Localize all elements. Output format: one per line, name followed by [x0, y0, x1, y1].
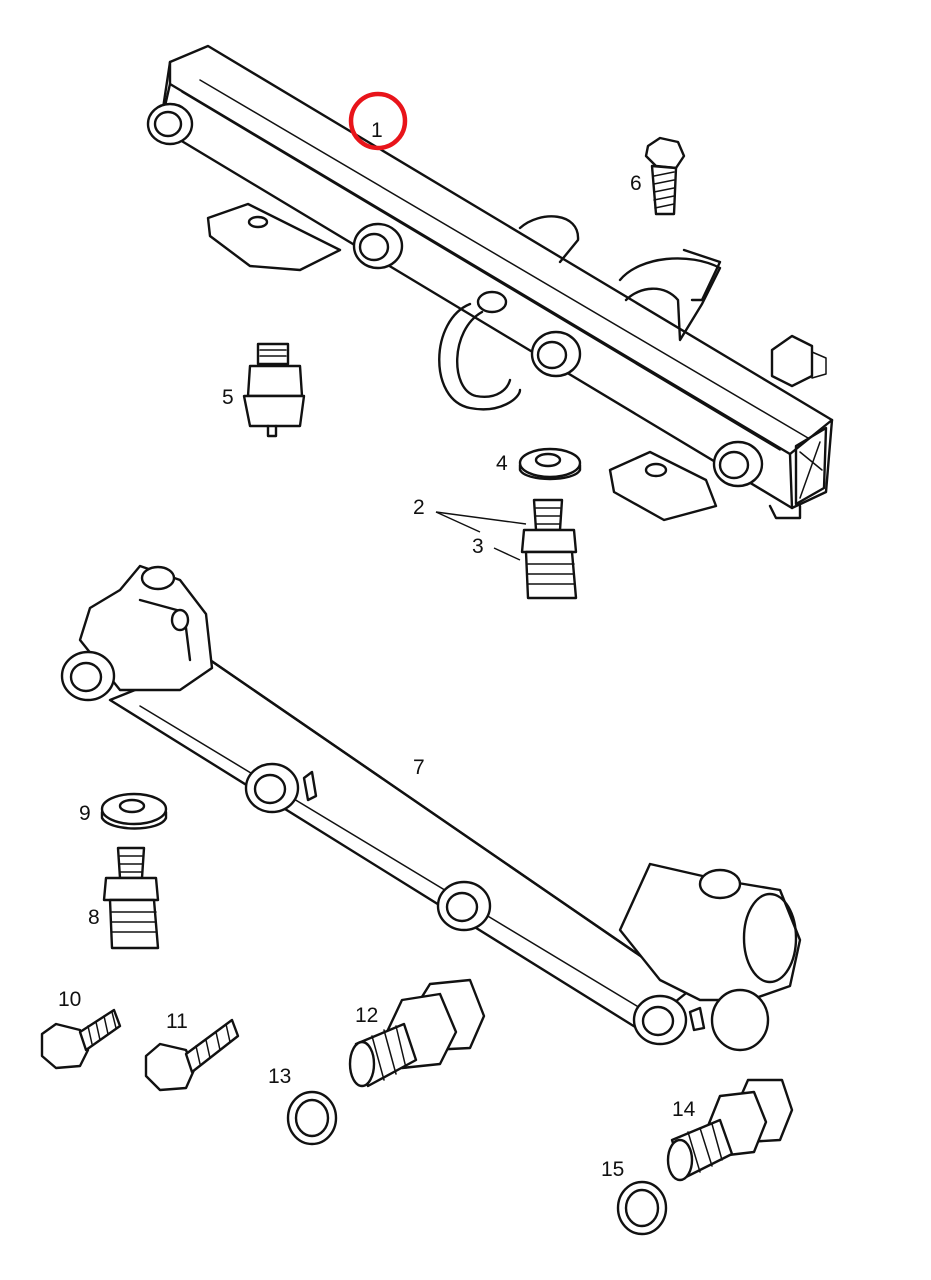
part-15-seal-ring — [616, 1180, 668, 1236]
part-2-3-union — [520, 498, 578, 600]
part-label-14: 14 — [672, 1098, 696, 1121]
part-label-11: 11 — [166, 1010, 188, 1033]
part-5-sensor — [242, 342, 306, 438]
leader-line-2 — [435, 511, 527, 525]
part-label-8: 8 — [88, 906, 100, 929]
part-label-15: 15 — [601, 1158, 624, 1181]
highlight-circle — [348, 91, 408, 151]
part-label-7: 7 — [413, 756, 425, 779]
part-label-5: 5 — [222, 386, 234, 409]
part-label-2: 2 — [413, 496, 425, 519]
part-label-13: 13 — [268, 1065, 291, 1088]
part-8-union — [102, 846, 160, 950]
part-13-seal-ring — [286, 1090, 338, 1146]
part-4-washer — [518, 447, 582, 481]
part-label-3: 3 — [472, 535, 484, 558]
leader-line-3 — [493, 547, 521, 561]
fuel-rail-upper — [146, 44, 834, 522]
leader-line-2b — [435, 511, 481, 533]
part-14-adapter — [666, 1078, 794, 1182]
part-6-bolt — [644, 136, 686, 216]
part-label-10: 10 — [58, 988, 81, 1011]
part-12-adapter — [348, 978, 486, 1088]
part-label-1: 1 — [371, 119, 383, 142]
part-label-12: 12 — [355, 1004, 378, 1027]
part-label-4: 4 — [496, 452, 508, 475]
part-11-bolt — [144, 1018, 240, 1092]
fuel-rail-lower — [60, 564, 802, 1052]
part-10-bolt — [40, 1008, 122, 1070]
part-label-6: 6 — [630, 172, 642, 195]
part-label-9: 9 — [79, 802, 91, 825]
part-9-washer — [100, 792, 168, 830]
